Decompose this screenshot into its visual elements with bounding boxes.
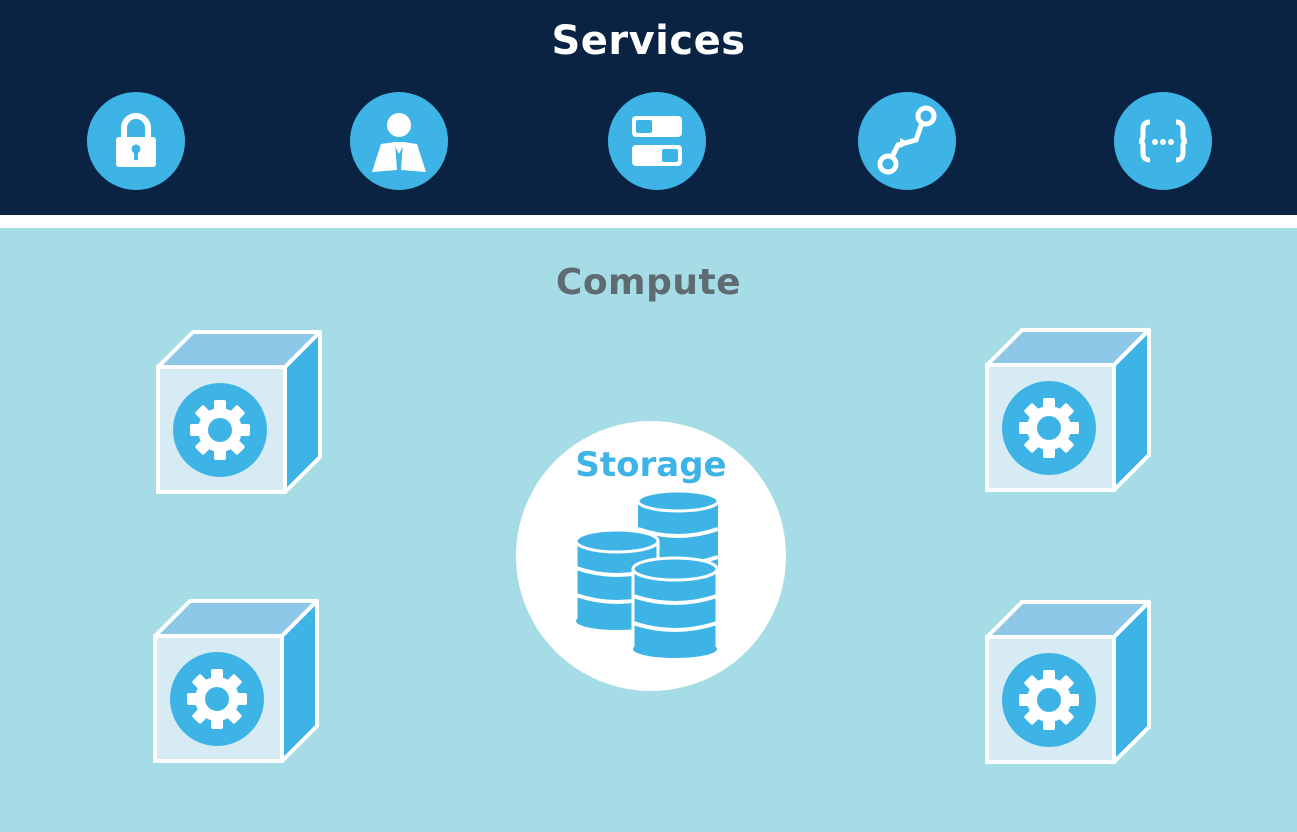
services-band: Services	[0, 0, 1297, 215]
lock-icon	[87, 92, 185, 190]
band-divider	[0, 215, 1297, 228]
storage-node: Storage	[516, 421, 786, 691]
compute-node-top-right	[984, 325, 1154, 495]
gear-icon	[170, 652, 264, 746]
database-stack-icon	[571, 491, 731, 661]
gear-icon	[1002, 653, 1096, 747]
api-braces-icon	[1114, 92, 1212, 190]
database-cylinder-front	[631, 556, 719, 658]
storage-label: Storage	[575, 445, 727, 485]
server-toggle-icon	[608, 92, 706, 190]
compute-node-top-left	[155, 327, 325, 497]
gear-icon	[173, 383, 267, 477]
user-icon	[350, 92, 448, 190]
services-title: Services	[551, 18, 746, 64]
gear-icon	[1002, 381, 1096, 475]
compute-node-bottom-right	[984, 597, 1154, 767]
compute-title: Compute	[555, 262, 742, 303]
compute-node-bottom-left	[152, 596, 322, 766]
workflow-icon	[858, 92, 956, 190]
